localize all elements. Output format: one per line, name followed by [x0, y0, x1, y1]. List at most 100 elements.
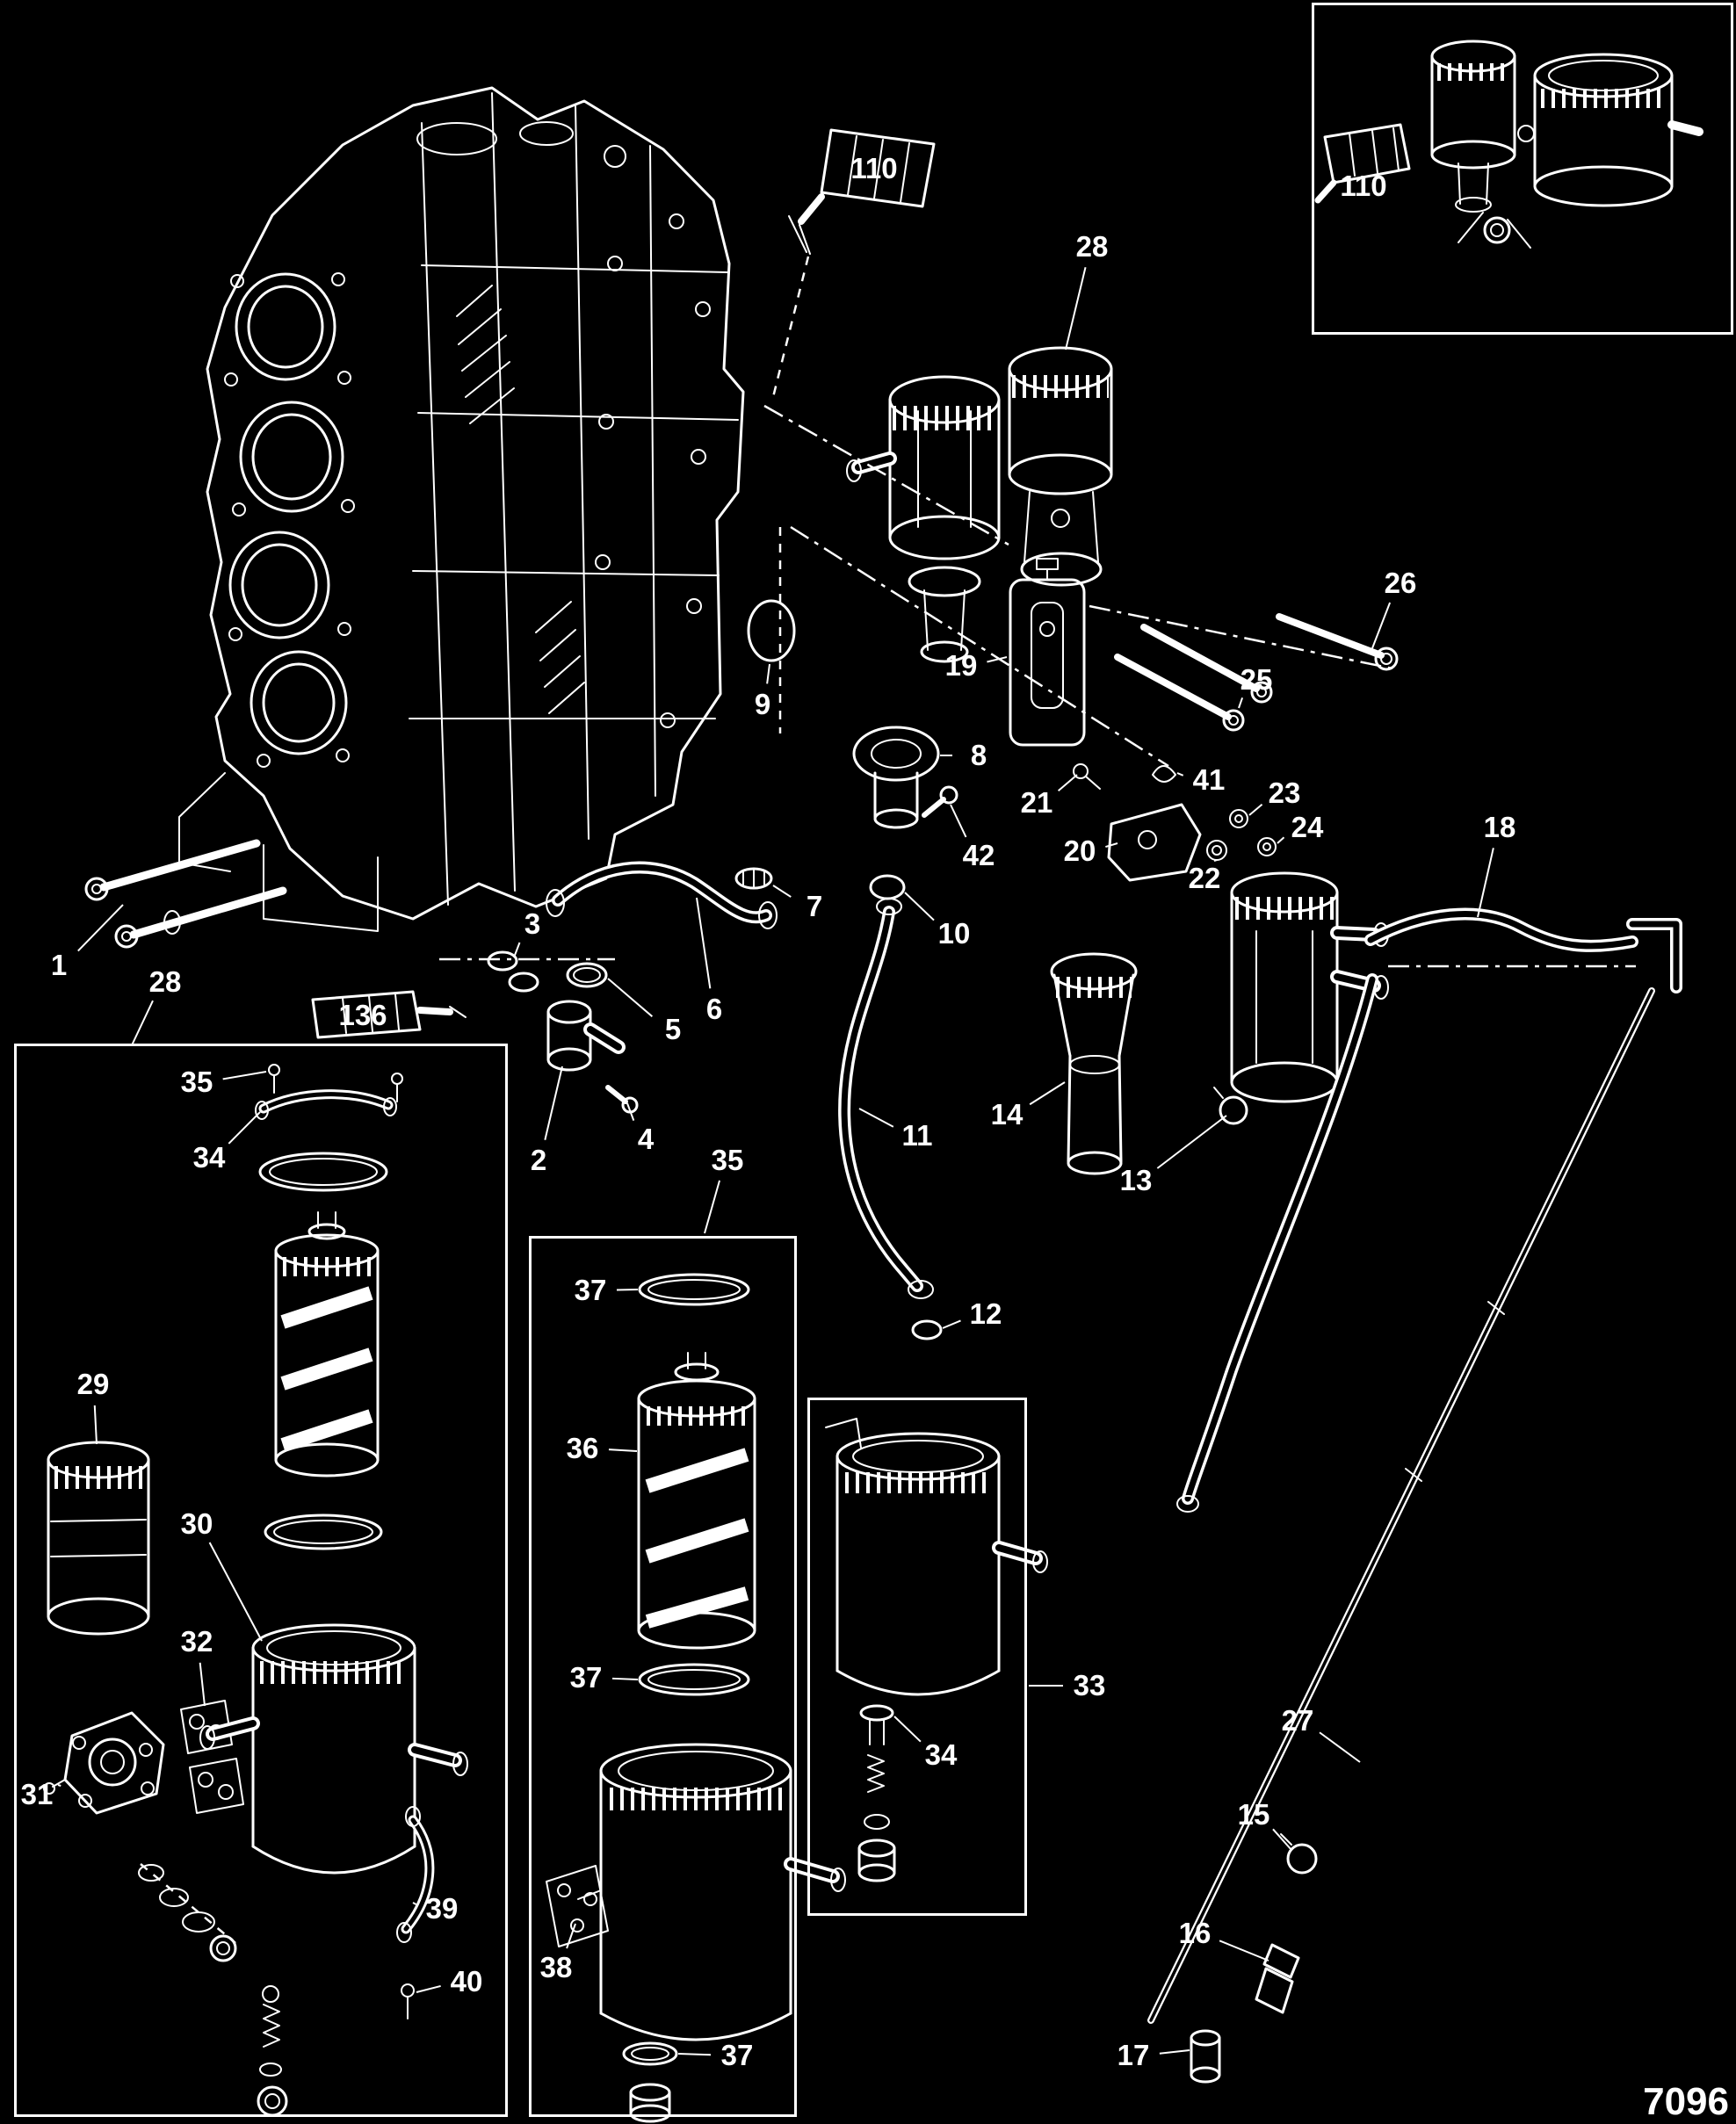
callout-22: 22	[1188, 862, 1221, 894]
filter-cartridge-36	[637, 1352, 756, 1650]
hose-34	[255, 1095, 397, 1120]
leader-line	[1238, 697, 1244, 709]
leader-line	[1319, 1731, 1361, 1763]
leader-line	[1371, 602, 1392, 649]
screw-42	[922, 785, 958, 818]
callout-13: 13	[1119, 1164, 1153, 1196]
callout-19: 19	[944, 649, 978, 682]
assembly-axis-lines	[439, 404, 1636, 968]
callout-4: 4	[637, 1123, 655, 1155]
engine-block	[178, 86, 745, 932]
leader-line	[93, 1405, 98, 1445]
callout-25: 25	[1240, 663, 1273, 696]
screw-40	[401, 1983, 415, 2019]
bolt-holes	[224, 213, 711, 768]
sealant-tube-136	[311, 990, 467, 1039]
leader-line	[1213, 859, 1218, 862]
o-rings-3	[487, 950, 539, 993]
leader-line	[1105, 842, 1118, 849]
callout-18: 18	[1483, 811, 1516, 843]
callout-39: 39	[425, 1892, 459, 1925]
leader-line	[942, 1319, 961, 1329]
callout-5: 5	[664, 1013, 682, 1045]
figure-number: 7096	[1643, 2080, 1729, 2123]
o-ring-large-top	[258, 1152, 388, 1192]
o-ring-5	[566, 962, 608, 988]
fitting-16	[1255, 1943, 1300, 2014]
callout-7: 7	[806, 890, 823, 922]
hose-39	[396, 1806, 430, 1943]
leader-line	[566, 1923, 576, 1949]
fuel-cooler	[1230, 871, 1389, 1103]
callout-32: 32	[180, 1625, 213, 1658]
callout-36: 36	[566, 1432, 599, 1464]
callout-30: 30	[180, 1507, 213, 1540]
valve-34	[857, 1704, 896, 1882]
callout-33: 33	[1073, 1669, 1106, 1701]
leader-line	[858, 1108, 894, 1128]
callout-42: 42	[962, 839, 995, 871]
callout-41: 41	[1192, 763, 1226, 796]
leader-line	[772, 885, 792, 898]
callout-2: 2	[530, 1144, 547, 1176]
leader-line	[608, 1449, 638, 1452]
leader-line	[1272, 1828, 1292, 1851]
filler-neck-14	[1050, 952, 1138, 1175]
fitting-2	[546, 1000, 618, 1072]
inset-box	[1312, 3, 1733, 335]
leader-line	[1219, 1940, 1269, 1961]
o-ring-37-mid	[638, 1663, 750, 1696]
thermostat-cover-8	[852, 726, 940, 829]
leader-line	[677, 2053, 712, 2056]
leader-line	[607, 978, 654, 1017]
leader-line	[57, 1784, 61, 1787]
clip-41	[1152, 765, 1176, 783]
callout-110: 110	[850, 152, 898, 184]
callout-136: 136	[338, 999, 387, 1031]
kit-box-small	[807, 1398, 1027, 1916]
leader-line	[544, 1066, 563, 1140]
bolt-26	[1276, 613, 1399, 671]
callout-1: 1	[50, 949, 68, 981]
callout-34: 34	[192, 1141, 226, 1174]
gasket-38	[546, 1865, 609, 1947]
callout-37: 37	[574, 1274, 607, 1306]
leader-line	[208, 1542, 263, 1642]
callout-26: 26	[1384, 567, 1417, 599]
oil-filter-29	[47, 1441, 150, 1636]
dipstick-27	[1151, 991, 1652, 2020]
screw-21	[1073, 763, 1101, 790]
callout-21: 21	[1020, 786, 1053, 819]
callout-10: 10	[937, 917, 971, 950]
sealant-tube-110	[771, 128, 936, 398]
callout-37: 37	[720, 2039, 754, 2071]
callout-28: 28	[148, 965, 182, 998]
mounting-studs	[84, 839, 287, 949]
callout-27: 27	[1281, 1704, 1314, 1737]
cap-7	[734, 867, 773, 890]
callout-110: 110	[1340, 170, 1387, 202]
leader-line	[987, 656, 1008, 663]
o-ring-9	[747, 527, 796, 733]
filter-cartridge-left	[274, 1211, 380, 1477]
callout-20: 20	[1063, 834, 1096, 867]
callout-40: 40	[450, 1965, 483, 1998]
leader-line	[626, 1102, 635, 1121]
callout-35: 35	[180, 1066, 213, 1098]
leader-line	[611, 1677, 639, 1680]
leader-line	[1065, 267, 1087, 350]
leader-line	[904, 892, 935, 921]
leader-line	[696, 897, 712, 989]
leader-line	[222, 1071, 267, 1080]
callout-14: 14	[990, 1098, 1024, 1131]
leader-line	[199, 1662, 206, 1707]
clamp-15	[1280, 1833, 1318, 1875]
bracket-20	[1107, 803, 1202, 882]
callout-34: 34	[924, 1738, 958, 1771]
hose-18	[1176, 914, 1676, 1513]
inset-assembly	[1314, 40, 1703, 249]
callout-8: 8	[970, 739, 987, 771]
